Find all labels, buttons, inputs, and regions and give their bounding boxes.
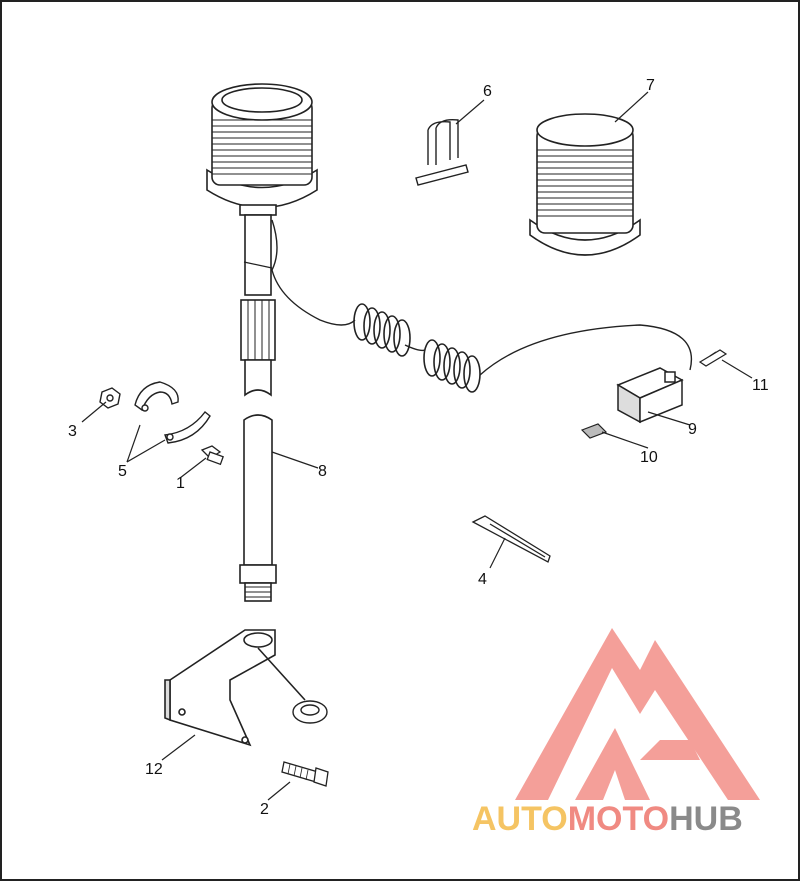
coiled-cord — [271, 219, 692, 393]
watermark-part-auto: AUTO — [472, 800, 568, 838]
watermark-part-moto: MOTO — [568, 800, 669, 838]
callout-4: 4 — [478, 571, 487, 588]
beacon-lamp-assembled — [206, 83, 318, 216]
callout-6: 6 — [483, 83, 492, 100]
watermark-logo-icon — [515, 628, 760, 800]
cable-tie — [471, 515, 551, 563]
callout-10: 10 — [640, 449, 658, 466]
callout-3: 3 — [68, 423, 77, 440]
callout-7: 7 — [646, 77, 655, 94]
callout-11: 11 — [752, 377, 769, 394]
pole-upper-section — [240, 214, 276, 397]
callout-8: 8 — [318, 463, 327, 480]
long-bolt — [281, 761, 329, 787]
mast-tube — [239, 414, 277, 602]
wire-connector — [616, 367, 684, 424]
callout-12: 12 — [145, 761, 163, 778]
callout-9: 9 — [688, 421, 697, 438]
u-bracket — [415, 118, 469, 186]
replacement-lens — [529, 113, 641, 256]
watermark-text: AUTOMOTOHUB — [472, 800, 743, 838]
watermark-part-hub: HUB — [669, 800, 743, 838]
mounting-bracket — [164, 629, 306, 747]
callout-2: 2 — [260, 801, 269, 818]
callout-1: 1 — [176, 475, 185, 492]
pipe-clamps — [134, 381, 211, 444]
callout-5: 5 — [118, 463, 127, 480]
leader-lines — [81, 91, 753, 801]
connector-lock-clip — [580, 423, 608, 439]
wire-terminal — [698, 349, 728, 367]
short-bolt — [200, 445, 224, 466]
mount-nut — [292, 700, 328, 724]
